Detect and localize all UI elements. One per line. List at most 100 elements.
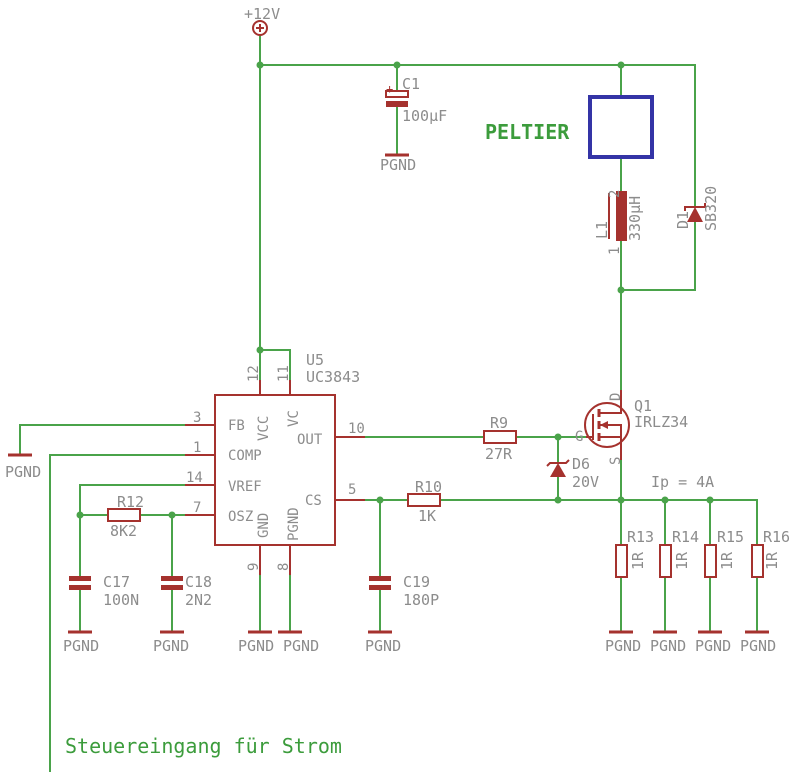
r15-value: 1R: [718, 551, 736, 570]
q1-pin-source: S: [608, 457, 624, 465]
pin-name-vc: VC: [286, 410, 302, 427]
r16-name: R16: [763, 528, 790, 546]
ground-label: PGND: [695, 637, 731, 655]
pin-number-vref: 14: [186, 470, 203, 486]
c19-value: 180P: [403, 591, 439, 609]
c1-name: C1: [402, 75, 420, 93]
q1-pin-drain: D: [608, 393, 624, 401]
resistor-body: [704, 544, 717, 578]
r14-value: 1R: [673, 551, 691, 570]
capacitor-c1: + C1 100µF PGND: [380, 75, 447, 174]
u5-value: UC3843: [306, 368, 360, 386]
c17-value: 100N: [103, 591, 139, 609]
capacitor-plate: [161, 585, 183, 590]
diode-d1: D1 SB320: [674, 186, 720, 231]
junction-dot: [256, 61, 264, 69]
mosfet-circle: [584, 402, 630, 448]
mosfet-gate: [586, 414, 594, 440]
zener-cathode-bar: [546, 459, 570, 467]
c1-polarity: +: [386, 82, 393, 96]
supply-12v: +12V: [244, 5, 280, 36]
pin-number-vc: 11: [276, 365, 292, 382]
current-note: Ip = 4A: [651, 473, 714, 491]
capacitor-plate: [161, 576, 183, 581]
l1-name: L1: [593, 221, 611, 239]
pin-name-osz: OSZ: [228, 509, 253, 525]
net-12v: [259, 34, 696, 381]
pin-number-gnd: 9: [246, 563, 262, 571]
net-ground: [79, 106, 758, 633]
u5-name: U5: [306, 351, 324, 369]
l1-pin-2: 2: [607, 190, 623, 198]
d6-name: D6: [572, 455, 590, 473]
junction-dot: [76, 511, 84, 519]
ground-label: PGND: [153, 637, 189, 655]
c1-value: 100µF: [402, 107, 447, 125]
resistor-r14: R14 1R: [659, 528, 699, 578]
wires: [19, 34, 758, 772]
l1-pin-1: 1: [607, 247, 623, 255]
resistor-r12: R12 8K2: [107, 493, 144, 540]
junctions: [76, 61, 714, 519]
inductor-body: [616, 191, 627, 241]
junction-dot: [661, 496, 669, 504]
peltier-element: PELTIER: [485, 95, 654, 159]
pin-name-out: OUT: [297, 432, 323, 448]
d1-name: D1: [674, 211, 692, 229]
r9-value: 27R: [485, 445, 513, 463]
pin-number-fb: 3: [193, 410, 201, 426]
r12-name: R12: [117, 493, 144, 511]
resistor-body: [659, 544, 672, 578]
ground-label: PGND: [5, 463, 41, 481]
junction-dot: [617, 496, 625, 504]
ground-label: PGND: [650, 637, 686, 655]
inductor-l1: 2 1 L1 330µH: [593, 190, 644, 255]
junction-dot: [376, 496, 384, 504]
d6-value: 20V: [572, 473, 599, 491]
supply-label: +12V: [244, 5, 280, 23]
capacitor-plate: [369, 585, 391, 590]
pin-number-cs: 5: [348, 482, 356, 498]
ground-label: PGND: [283, 637, 319, 655]
resistor-body: [751, 544, 764, 578]
ground-label: PGND: [238, 637, 274, 655]
resistor-r9: R9 27R: [483, 414, 517, 463]
junction-dot: [617, 286, 625, 294]
ic-body: [214, 394, 336, 546]
capacitor-plate: [369, 576, 391, 581]
junction-dot: [168, 511, 176, 519]
d1-value: SB320: [702, 186, 720, 231]
ground-symbols: PGND PGND PGND PGND PGND PGND PGND PGND …: [5, 453, 776, 655]
r10-value: 1K: [418, 507, 436, 525]
capacitor-plate-negative: [386, 101, 408, 107]
pin-name-vref: VREF: [228, 479, 262, 495]
resistor-body: [483, 430, 517, 444]
pin-name-comp: COMP: [228, 448, 262, 464]
pin-number-comp: 1: [193, 440, 201, 456]
r13-value: 1R: [629, 551, 647, 570]
r16-value: 1R: [763, 551, 781, 570]
ground-label: PGND: [63, 637, 99, 655]
pin-name-cs: CS: [305, 493, 322, 509]
capacitor-plate: [69, 576, 91, 581]
capacitor-plate: [69, 585, 91, 590]
resistor-r16: R16 1R: [751, 528, 790, 578]
resistor-body: [615, 544, 628, 578]
diode-triangle-icon: [687, 207, 703, 222]
pin-number-vcc: 12: [246, 365, 262, 382]
capacitor-c17: C17 100N: [69, 573, 139, 609]
mosfet-q1: D S G Q1 IRLZ34: [575, 390, 688, 465]
ground-label: PGND: [740, 637, 776, 655]
r14-name: R14: [672, 528, 699, 546]
c19-name: C19: [403, 573, 430, 591]
q1-pin-gate: G: [575, 429, 583, 445]
pin-number-pgnd: 8: [276, 563, 292, 571]
ic-u5: U5 UC3843 FB COMP VREF OSZ OUT CS VCC VC…: [185, 351, 365, 575]
zener-d6: D6 20V: [546, 455, 599, 491]
junction-dot: [393, 61, 401, 69]
junction-dot: [554, 433, 562, 441]
r15-name: R15: [717, 528, 744, 546]
ground-label: PGND: [365, 637, 401, 655]
junction-dot: [256, 346, 264, 354]
